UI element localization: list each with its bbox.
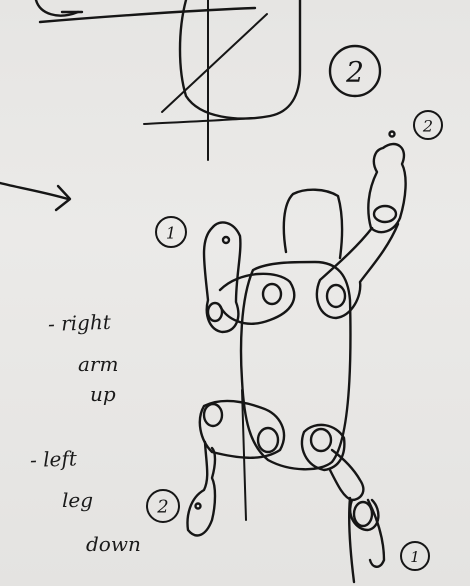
- note-left-leg-line1: - left: [29, 446, 78, 472]
- badge-circle-right-hand: [413, 110, 443, 140]
- badge-number-right-hand: 2: [422, 117, 433, 136]
- badge-circle-left-hand: [155, 216, 187, 248]
- note-left-leg-line2: leg: [62, 488, 94, 512]
- badge-number-right-foot: 1: [410, 548, 420, 566]
- badge-number-left-foot: 2: [156, 497, 168, 518]
- note-right-arm-line1: - right: [47, 309, 112, 336]
- figure-right-leg: [300, 423, 386, 584]
- note-right-arm-line3: up: [90, 382, 116, 406]
- note-right-arm-line2: arm: [78, 352, 119, 376]
- figure-torso: [239, 260, 352, 521]
- badge-circle-left-foot: [146, 489, 180, 523]
- figure-left-leg: [186, 399, 286, 537]
- figure-head: [282, 188, 344, 260]
- badge-number-top: 2: [345, 56, 364, 89]
- arrow-right-icon: [0, 181, 72, 212]
- figure-right-arm: [315, 130, 407, 320]
- figure-left-arm: [202, 221, 296, 334]
- top-sketch: [34, 0, 302, 161]
- note-left-leg-line3: down: [86, 532, 141, 556]
- badge-circle-top: [328, 44, 382, 98]
- badge-number-left-hand: 1: [166, 224, 176, 243]
- badge-circle-right-foot: [400, 541, 430, 571]
